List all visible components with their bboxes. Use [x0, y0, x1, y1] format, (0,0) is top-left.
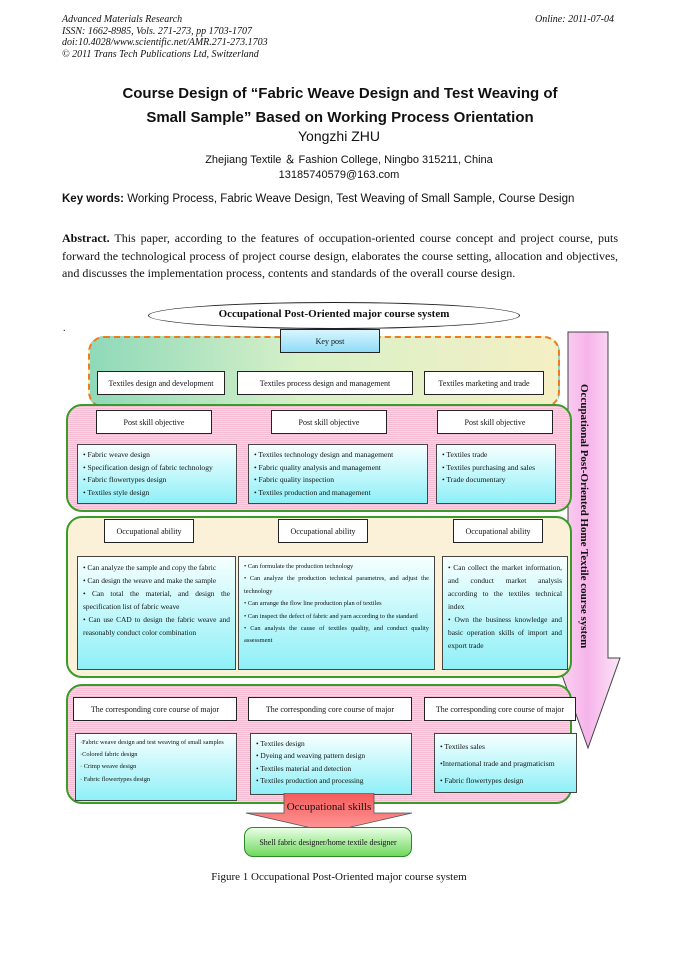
list-item: • Fabric flowertypes design — [83, 475, 167, 484]
list-item: • Textiles production and processing — [256, 776, 364, 786]
list-item: • Can formulate the production technolog… — [244, 563, 354, 570]
abstract-text: This paper, according to the features of… — [62, 231, 618, 280]
course-list-3: • Textiles sales •International trade an… — [434, 733, 577, 793]
key-post-box: Key post — [280, 329, 380, 353]
keywords: Key words: Working Process, Fabric Weave… — [62, 191, 618, 208]
journal-name: Advanced Materials Research — [62, 14, 183, 25]
ability-list-1: • Can analyze the sample and copy the fa… — [77, 556, 236, 670]
keywords-text: Working Process, Fabric Weave Design, Te… — [124, 193, 575, 205]
online-date: Online: 2011-07-04 — [535, 14, 614, 25]
list-item: • Fabric flowertypes design — [440, 776, 524, 785]
list-item: • Can analyze the production technical p… — [244, 575, 429, 595]
title-line-1: Course Design of “Fabric Weave Design an… — [122, 85, 558, 102]
email: 13185740579@163.com — [278, 169, 400, 181]
copyright: © 2011 Trans Tech Publications Ltd, Swit… — [62, 48, 259, 60]
result-box: Shell fabric designer/home textile desig… — [244, 827, 412, 857]
skill-label-3: Post skill objective — [437, 410, 553, 434]
stray-dot: . — [63, 323, 66, 334]
figure-caption: Figure 1 Occupational Post-Oriented majo… — [211, 871, 467, 883]
down-arrow — [245, 793, 413, 833]
list-item: • Trade documentary — [442, 475, 506, 484]
list-item: • Textiles production and management — [254, 487, 371, 497]
down-arrow-shape — [245, 793, 413, 833]
course-list-2: • Textiles design • Dyeing and weaving p… — [250, 733, 412, 795]
diagram-title-ellipse — [148, 302, 520, 329]
list-item: • Fabric quality inspection — [254, 475, 335, 484]
list-item: • Dyeing and weaving pattern design — [256, 751, 366, 761]
affiliation: Zhejiang Textile ＆ Fashion College, Ning… — [205, 154, 493, 166]
list-item: • Can use CAD to design the fabric weave… — [83, 615, 230, 637]
list-item: • Textiles sales — [440, 742, 486, 751]
list-item: • Can analysis the cause of textiles qua… — [244, 625, 429, 645]
skill-list-2: • Textiles technology design and managem… — [248, 444, 428, 504]
list-item: • Can analyze the sample and copy the fa… — [83, 563, 217, 572]
course-list-1: ·Fabric weave design and test weaving of… — [75, 733, 237, 801]
list-item: • Specification design of fabric technol… — [83, 462, 213, 472]
post-1: Textiles design and development — [97, 371, 225, 395]
post-2: Textiles process design and management — [237, 371, 413, 395]
list-item: ·Fabric weave design and test weaving of… — [80, 739, 224, 746]
list-item: ·Colored fabric design — [80, 751, 138, 759]
author: Yongzhi ZHU — [298, 128, 380, 144]
list-item: · Crimp weave design — [80, 763, 137, 771]
list-item: • Own the business knowledge and basic o… — [448, 615, 562, 650]
title-line-2: Small Sample” Based on Working Process O… — [146, 109, 534, 126]
ability-list-3: • Can collect the market information, an… — [442, 556, 568, 670]
occupational-skills: Occupational skills — [286, 801, 372, 813]
course-label-2: The corresponding core course of major — [248, 697, 412, 721]
list-item: • Textiles purchasing and sales — [442, 462, 536, 472]
list-item: • Textiles trade — [442, 450, 488, 459]
ability-list-2: • Can formulate the production technolog… — [238, 556, 435, 670]
skill-list-1: • Fabric weave design • Specification de… — [77, 444, 237, 504]
side-label: Occupational Post-Oriented Home Textile … — [578, 384, 590, 649]
skill-list-3: • Textiles trade • Textiles purchasing a… — [436, 444, 556, 504]
diagram-title: Occupational Post-Oriented major course … — [218, 308, 450, 320]
ability-label-1: Occupational ability — [104, 519, 194, 543]
list-item: • Can total the material, and design the… — [83, 589, 230, 611]
skill-label-1: Post skill objective — [96, 410, 212, 434]
abstract: Abstract. This paper, according to the f… — [62, 230, 618, 283]
list-item: • Textiles design — [256, 739, 305, 748]
paper-title: Course Design of “Fabric Weave Design an… — [62, 82, 618, 130]
list-item: • Can design the weave and make the samp… — [83, 576, 217, 585]
list-item: •International trade and pragmaticism — [440, 759, 555, 768]
list-item: • Can arrange the flow line production p… — [244, 600, 382, 608]
post-3: Textiles marketing and trade — [424, 371, 544, 395]
ability-label-2: Occupational ability — [278, 519, 368, 543]
list-item: • Can collect the market information, an… — [448, 563, 562, 611]
list-item: • Textiles style design — [83, 487, 150, 497]
keywords-label: Key words: — [62, 193, 124, 205]
list-item: • Can inspect the defect of fabric and y… — [244, 612, 418, 620]
list-item: • Textiles material and detection — [256, 763, 352, 773]
list-item: • Textiles technology design and managem… — [254, 450, 394, 459]
course-label-1: The corresponding core course of major — [73, 697, 237, 721]
list-item: · Fabric flowertypes design — [80, 775, 151, 783]
list-item: • Fabric weave design — [83, 450, 150, 459]
abstract-label: Abstract. — [62, 231, 110, 245]
course-label-3: The corresponding core course of major — [424, 697, 576, 721]
skill-label-2: Post skill objective — [271, 410, 387, 434]
list-item: • Fabric quality analysis and management — [254, 462, 381, 472]
doi: doi:10.4028/www.scientific.net/AMR.271-2… — [62, 37, 268, 48]
ability-label-3: Occupational ability — [453, 519, 543, 543]
issn: ISSN: 1662-8985, Vols. 271-273, pp 1703-… — [62, 25, 252, 37]
journal-header: Advanced Materials Research ISSN: 1662-8… — [62, 14, 268, 60]
